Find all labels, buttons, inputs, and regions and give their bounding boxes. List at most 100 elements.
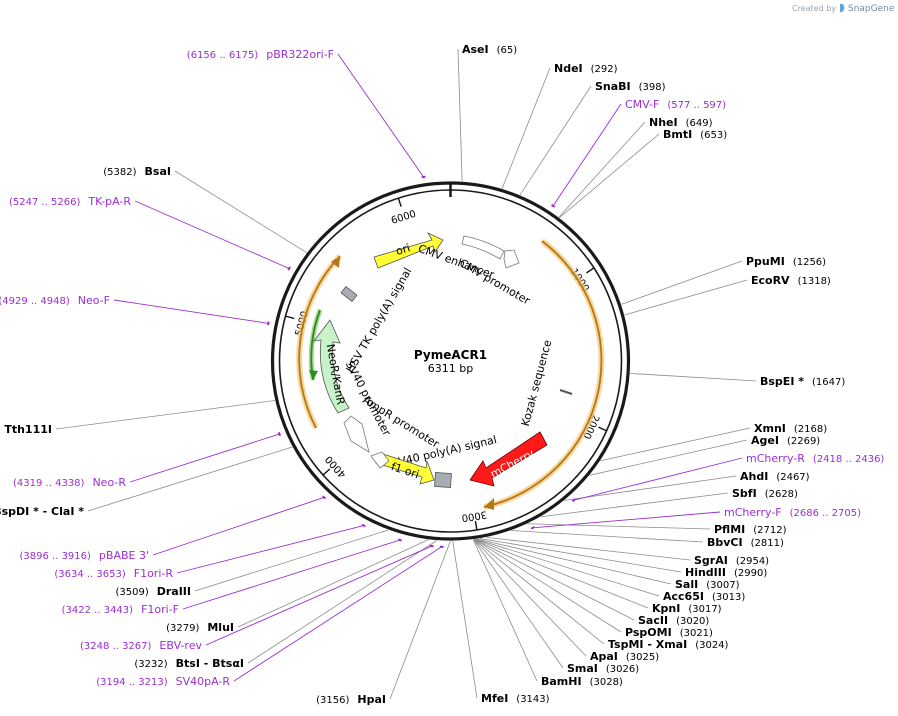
enzyme-label-btsi-bts-i[interactable]: (3232)BtsI - BtsαI [134,657,244,670]
enzyme-label-bspdi-clai[interactable]: (4233)BspDI * - ClaI * [0,505,84,518]
leader-line-tspmi-xmai [473,539,605,645]
primer-label-ebv-rev[interactable]: (3248 .. 3267)EBV-rev [80,639,202,652]
primer-mark-tk-pa-r [287,266,291,271]
enzyme-label-draiii[interactable]: (3509)DraIII [115,585,191,598]
enzyme-label-nhei[interactable]: NheI(649) [649,116,713,129]
primer-leader-f1ori-r [176,525,364,574]
feature-sv40-polya[interactable] [434,472,452,488]
primer-mark-f1ori-r [361,523,366,528]
enzyme-label-acc65i[interactable]: Acc65I(3013) [663,590,745,603]
feature-label-hsv-tk-polya: HSV TK poly(A) signal [344,265,415,375]
feature-label-cmv-promoter: CMV promoter [457,257,533,308]
enzyme-label-agei[interactable]: AgeI(2269) [751,434,820,447]
tick-label-4000: 4000 [324,453,349,479]
enzyme-label-bsai[interactable]: (5382)BsaI [103,165,171,178]
enzyme-label-asei[interactable]: AseI(65) [462,43,517,56]
enzyme-label-mfei[interactable]: MfeI(3143) [481,692,550,705]
feature-ori[interactable]: ori [373,232,444,269]
primer-label-mcherry-f[interactable]: mCherry-F(2686 .. 2705) [724,506,861,519]
leader-line-sgrai [486,536,691,561]
leader-line-bspdi-clai [87,446,293,512]
primer-label-cmv-f[interactable]: CMV-F(577 .. 597) [625,98,726,111]
enzyme-label-hindiii[interactable]: HindIII(2990) [685,566,767,579]
primer-mark-pbr322ori-f [421,175,426,179]
leader-line-smai [473,539,564,669]
enzyme-label-sbfi[interactable]: SbfI(2628) [732,487,798,500]
plasmid-name: PymeACR1 [414,348,487,362]
enzyme-label-apai[interactable]: ApaI(3025) [590,650,659,663]
enzyme-label-sgrai[interactable]: SgrAI(2954) [694,554,769,567]
feature-f1-ori[interactable]: f1 ori [375,453,435,485]
enzyme-label-hpai[interactable]: (3156)HpaI [316,693,386,706]
site-labels: AseI(65) NdeI(292) SnaBI(398) NheI(649)BmtI… [0,43,884,706]
leader-line-hpai [389,540,451,700]
enzyme-label-tspmi-xmai[interactable]: TspMI - XmaI(3024) [608,638,729,651]
enzyme-label-bmti[interactable]: BmtI(653) [663,128,727,141]
enzyme-label-mlui[interactable]: (3279)MluI [166,621,234,634]
enzyme-label-smai[interactable]: SmaI(3026) [567,662,639,675]
leader-line-asei [457,48,463,182]
primer-mark-mcherry-f [530,526,535,530]
primer-label-tk-pa-r[interactable]: (5247 .. 5266)TK-pA-R [9,195,131,208]
enzyme-label-pflfi-tth111i[interactable]: (4511)PflFI - Tth111I [0,423,52,436]
created-by-text: Created by [792,4,836,13]
primer-label-f1ori-f[interactable]: (3422 .. 3443)F1ori-F [62,603,179,616]
primer-leader-neo-f [113,299,269,324]
primer-label-neo-r[interactable]: (4319 .. 4338)Neo-R [13,476,126,489]
leader-line-apai [473,539,587,657]
primer-leader-neo-r [129,433,280,483]
primer-label-pbr322ori-f[interactable]: (6156 .. 6175)pBR322ori-F [187,48,334,61]
leader-line-sali [476,538,672,585]
tick-mark-5000 [285,315,295,320]
leader-line-sacii [474,539,635,621]
orf-arcs [296,238,605,510]
tick-mark-2000 [598,426,607,432]
tick-mark-6000 [397,197,402,207]
feature-cmv-promoter[interactable] [503,249,520,269]
primer-label-pbabe-3[interactable]: (3896 .. 3916)pBABE 3' [20,549,150,562]
leader-line-ppumi [621,260,743,305]
enzyme-label-pflmi[interactable]: PflMI(2712) [714,523,787,536]
leader-line-bspei [630,373,757,382]
plasmid-size: 6311 bp [428,362,473,375]
primer-leader-cmv-f [552,103,622,207]
feature-cmv-enhancer[interactable] [461,235,505,260]
enzyme-label-xmni[interactable]: XmnI(2168) [754,422,827,435]
primer-mark-f1ori-f [397,538,402,542]
primer-label-neo-f[interactable]: (4929 .. 4948)Neo-F [0,294,110,307]
primer-label-f1ori-r[interactable]: (3634 .. 3653)F1ori-R [54,567,173,580]
enzyme-label-bspei[interactable]: BspEI *(1647) [760,375,845,388]
enzyme-label-ndei[interactable]: NdeI(292) [554,62,618,75]
primer-mark-mcherry-r [571,498,576,503]
primer-leader-pbabe-3 [152,497,325,556]
leader-line-agei [589,439,748,476]
primer-leader-sv40pa-r [233,546,442,682]
enzyme-label-bbvci[interactable]: BbvCI(2811) [707,536,784,549]
enzyme-label-sali[interactable]: SalI(3007) [675,578,740,591]
enzyme-label-snabi[interactable]: SnaBI(398) [595,80,666,93]
enzyme-label-pspomi[interactable]: PspOMI(3021) [625,626,713,639]
leader-line-snabi [519,85,592,196]
enzyme-label-ahdi[interactable]: AhdI(2467) [740,470,810,483]
enzyme-label-bamhi[interactable]: BamHI(3028) [541,675,623,688]
enzyme-label-ppumi[interactable]: PpuMI(1256) [746,255,826,268]
leader-line-sbfi [540,492,729,518]
leader-line-mfei [452,540,478,699]
primer-label-mcherry-r[interactable]: mCherry-R(2418 .. 2436) [746,452,884,465]
feature-sv40-promoter[interactable] [343,415,370,453]
primer-mark-neo-r [277,431,282,437]
leader-line-bsai [174,170,307,253]
enzyme-label-ecorv[interactable]: EcoRV(1318) [751,274,831,287]
enzyme-label-sacii[interactable]: SacII(3020) [638,614,709,627]
orf-arrow-left [331,256,340,268]
orf-arrow-green [309,370,318,380]
enzyme-label-kpni[interactable]: KpnI(3017) [652,602,722,615]
feature-ampr-promoter[interactable] [370,451,390,469]
feature-hsv-tk-polya[interactable] [340,285,358,303]
primer-label-sv40pa-r[interactable]: (3194 .. 3213)SV40pA-R [96,675,230,688]
leader-line-ndei [501,67,551,189]
leader-line-pspomi [474,539,622,633]
leader-line-ahdi [564,475,737,501]
feature-kozak-sequence[interactable] [559,389,573,395]
